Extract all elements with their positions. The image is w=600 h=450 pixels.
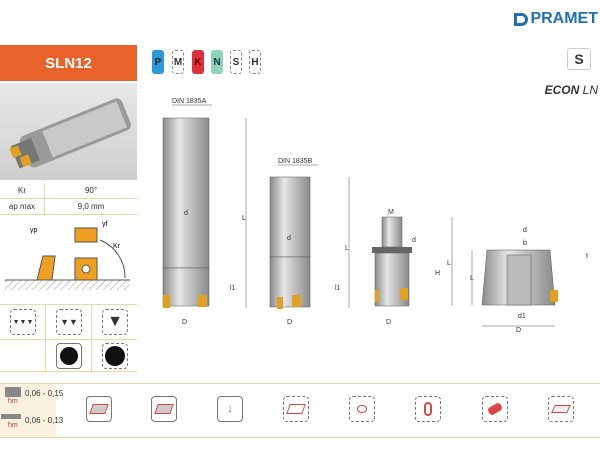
material-m-badge: M (172, 50, 184, 74)
din-a-label: DIN 1835A (172, 98, 207, 105)
svg-text:d: d (287, 235, 291, 242)
material-p-badge: P (152, 50, 164, 74)
round-insert-icon (102, 343, 128, 369)
face-milling-icon (283, 396, 309, 422)
endmill-feed-icon (1, 414, 21, 419)
product-title: SLN12 (0, 45, 137, 81)
product-line: ECON LN (544, 83, 598, 97)
plunge-milling-icon: ↓ (217, 396, 243, 422)
svg-text:M: M (388, 209, 394, 216)
helical-interpolation-icon (349, 396, 375, 422)
svg-text:γp: γp (30, 227, 38, 234)
svg-text:t: t (586, 253, 588, 260)
svg-text:H: H (435, 270, 440, 277)
svg-text:d: d (523, 227, 527, 234)
contouring-icon (548, 396, 574, 422)
shoulder-milling-icon (86, 396, 112, 422)
svg-text:D: D (182, 319, 187, 326)
product-photo (0, 83, 137, 180)
svg-text:d: d (184, 210, 188, 217)
svg-text:d1: d1 (518, 313, 526, 320)
material-h-badge: H (249, 50, 261, 74)
ramping-icon (415, 396, 441, 422)
svg-text:l1: l1 (230, 285, 236, 292)
material-group-badge: S (567, 48, 591, 70)
svg-text:D: D (386, 319, 391, 326)
feed-range-1: 0,06 - 0,15 (25, 389, 64, 398)
material-k-badge: K (192, 50, 204, 74)
svg-text:d: d (412, 237, 416, 244)
logo-mark-icon (514, 12, 529, 26)
svg-text:Kr: Kr (113, 243, 121, 250)
operations-band: hm 0,06 - 0,15 hm 0,06 - 0,13 (0, 383, 600, 438)
svg-text:L: L (242, 215, 246, 222)
pocketing-icon (482, 396, 508, 422)
material-n-badge: N (211, 50, 223, 74)
svg-text:b: b (523, 240, 527, 247)
slot-milling-icon (151, 396, 177, 422)
svg-text:D: D (287, 319, 292, 326)
svg-text:γf: γf (102, 221, 108, 228)
svg-text:l1: l1 (335, 285, 341, 292)
insert-clamp-shape-icon (56, 343, 82, 369)
insert-icons-grid: ▼▼▼ ▼▼ ▼ (0, 304, 137, 373)
light-chip-icon: ▼▼▼ (10, 309, 36, 335)
cutter-feed-icon (5, 387, 21, 397)
feed-range-2: 0,06 - 0,13 (25, 416, 64, 425)
svg-text:L: L (345, 245, 349, 252)
pramet-logo: PRAMET (514, 10, 598, 28)
material-s-badge: S (230, 50, 242, 74)
din-b-label: DIN 1835B (278, 158, 313, 165)
svg-text:D: D (516, 327, 521, 334)
heavy-chip-icon: ▼ (102, 309, 128, 335)
medium-chip-icon: ▼▼ (56, 309, 82, 335)
svg-text:L: L (447, 260, 451, 267)
tool-drawings: DIN 1835A dD Ll1 DIN 1835B dD Ll1 M dD H… (162, 98, 588, 334)
